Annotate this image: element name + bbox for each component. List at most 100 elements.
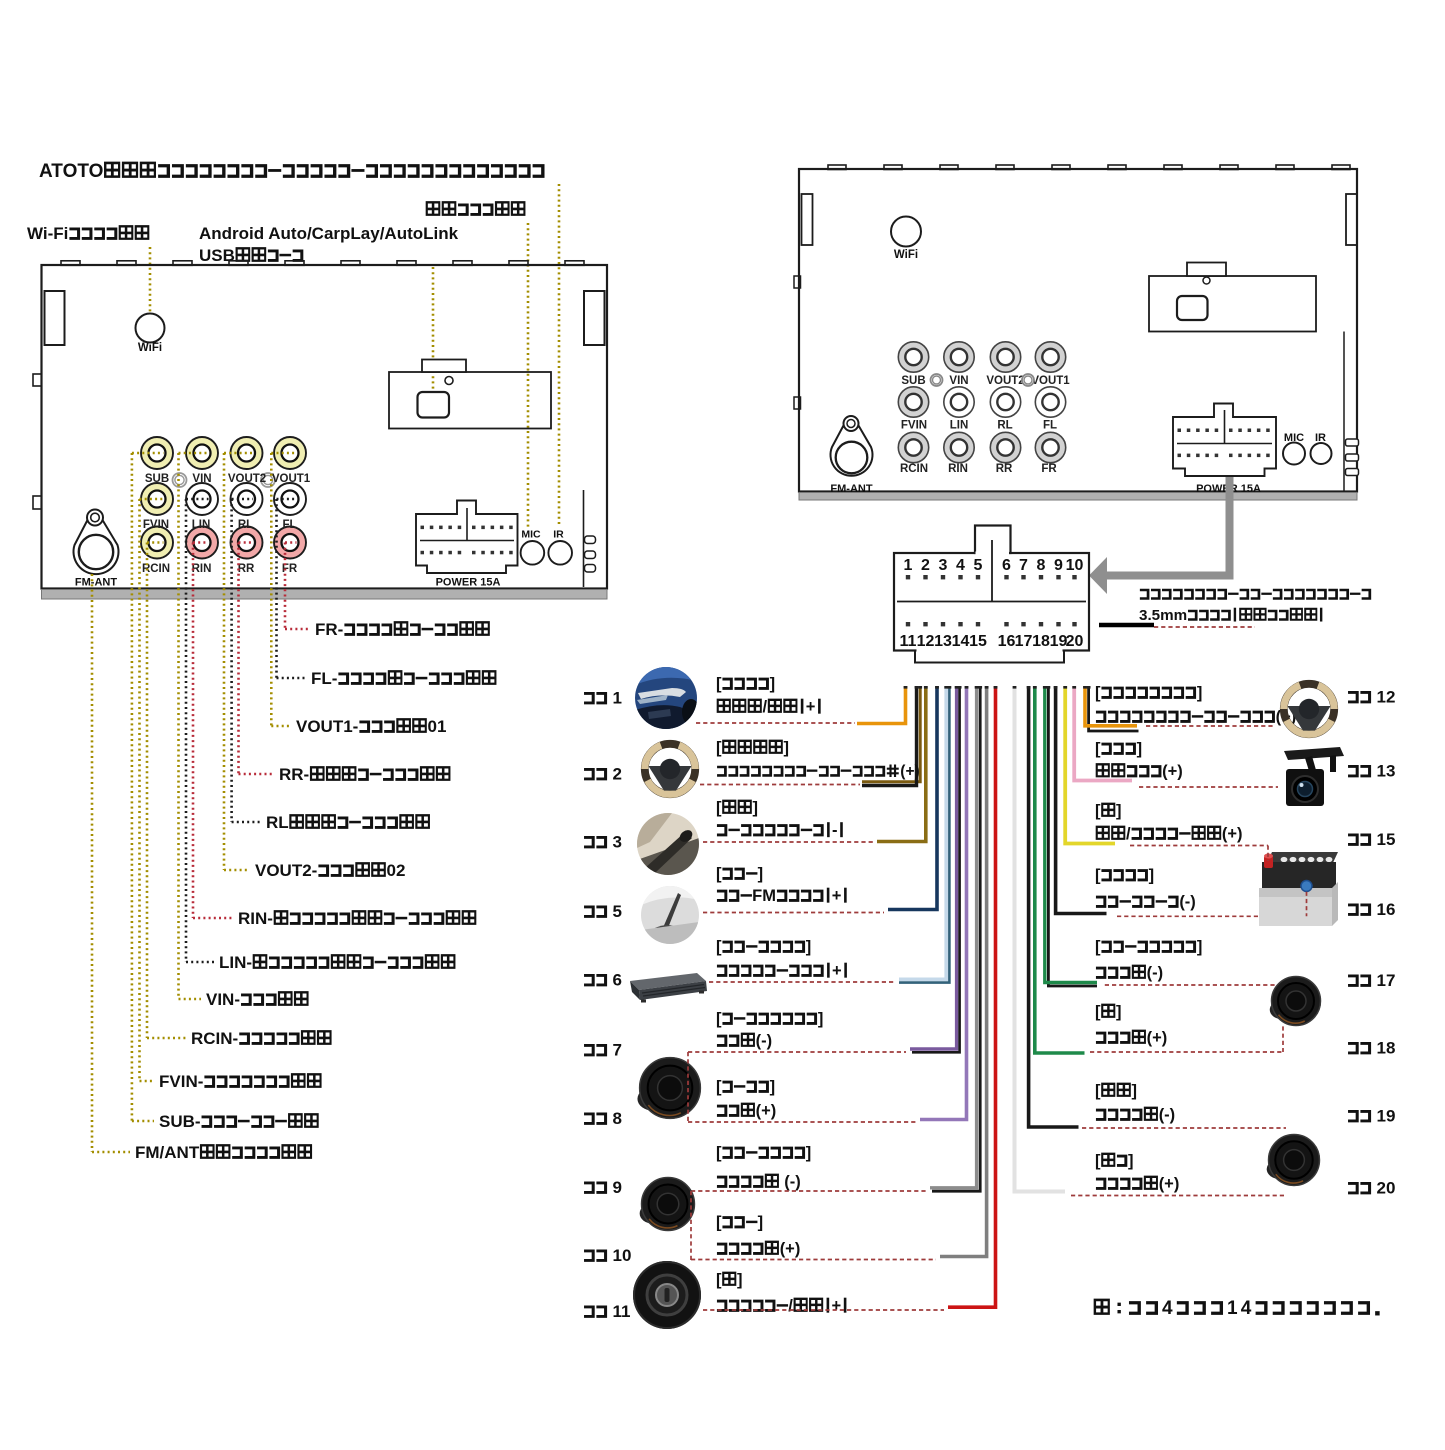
svg-text:RL: RL (997, 420, 1012, 432)
svg-text:9: 9 (1054, 557, 1063, 574)
svg-text:WiFi: WiFi (894, 249, 918, 261)
svg-text:ピン 16: ピン 16 (1347, 900, 1395, 919)
svg-text:RR-右後部オーディオ出力: RR-右後部オーディオ出力 (279, 765, 451, 784)
svg-text:MIC: MIC (521, 529, 541, 541)
svg-text:FR-フロント右オーディ出力: FR-フロント右オーディ出力 (315, 620, 491, 639)
svg-text:VOUT1: VOUT1 (272, 473, 311, 485)
svg-text:RL左後部オーディオ出力: RL左後部オーディオ出力 (266, 813, 431, 832)
svg-text:ピン 15: ピン 15 (1347, 830, 1395, 849)
svg-text:ピン 5: ピン 5 (583, 902, 622, 921)
svg-text:5: 5 (974, 557, 983, 574)
svg-text:FL: FL (1043, 420, 1057, 432)
svg-text:ピン 20: ピン 20 (1347, 1179, 1395, 1198)
svg-text:[白黒]: [白黒] (1095, 1082, 1137, 1100)
svg-text:6: 6 (1002, 557, 1011, 574)
svg-text:2: 2 (921, 557, 930, 574)
svg-text:VIN-ビデオ入力: VIN-ビデオ入力 (206, 990, 309, 1009)
svg-text:ピン 6: ピン 6 (583, 971, 622, 990)
svg-text:Android Auto/CarpLay/AutoLink: Android Auto/CarpLay/AutoLink (199, 224, 459, 243)
svg-text:ピン 9: ピン 9 (583, 1178, 622, 1197)
svg-text:注：ピン4とピン14はブランクです。: 注：ピン4とピン14はブランクです。 (1093, 1298, 1387, 1319)
svg-text:外部マイク入力: 外部マイク入力 (425, 200, 526, 219)
svg-text:ステアリングホイールオーディオコントロール: ステアリングホイールオーディオコントロール (1139, 586, 1372, 603)
svg-text:20: 20 (1066, 633, 1084, 650)
svg-text:[グレー]: [グレー] (716, 1214, 763, 1232)
svg-text:FM-ANT: FM-ANT (830, 483, 872, 495)
svg-text:MIC: MIC (1284, 432, 1304, 444)
svg-text:7: 7 (1019, 557, 1028, 574)
svg-text:RCIN: RCIN (900, 463, 928, 475)
svg-text:USB拡張ポート: USB拡張ポート (199, 246, 304, 265)
svg-text:ATOTO赤外線ステアリングホイールコントロールリモコンジャ: ATOTO赤外線ステアリングホイールコントロールリモコンジャックソケット (39, 161, 545, 182)
svg-text:SUB: SUB (145, 473, 169, 485)
svg-text:10: 10 (1066, 557, 1084, 574)
svg-text:Wi-Fiアンテナ入力: Wi-Fiアンテナ入力 (27, 224, 150, 243)
svg-text:LIN-左チャンネル補助オーディオ入力: LIN-左チャンネル補助オーディオ入力 (219, 953, 456, 972)
svg-text:リア右(-): リア右(-) (716, 1032, 772, 1050)
svg-text:[ピンク]: [ピンク] (1095, 740, 1142, 758)
svg-text:一定/バッテリー電力(+): 一定/バッテリー電力(+) (1095, 825, 1242, 843)
svg-text:FM-ANT: FM-ANT (75, 577, 117, 589)
svg-text:WiFi: WiFi (138, 342, 162, 354)
svg-text:IR: IR (553, 529, 564, 541)
svg-text:18: 18 (1032, 633, 1050, 650)
svg-text:ピン 10: ピン 10 (583, 1246, 631, 1265)
svg-text:ピン 13: ピン 13 (1347, 762, 1395, 781)
svg-text:FR: FR (282, 563, 298, 575)
svg-text:ピン 12: ピン 12 (1347, 687, 1395, 706)
svg-text:ピン 18: ピン 18 (1347, 1039, 1395, 1058)
svg-text:VIN: VIN (949, 375, 968, 387)
svg-text:ピン 19: ピン 19 (1347, 1106, 1395, 1125)
svg-text:[褐色黒色]: [褐色黒色] (716, 739, 789, 757)
svg-text:ピン 8: ピン 8 (583, 1109, 622, 1128)
svg-text:[黄]: [黄] (1095, 802, 1122, 820)
svg-text:フロント左(-): フロント左(-) (1095, 1106, 1175, 1124)
svg-text:VOUT2: VOUT2 (986, 375, 1024, 387)
svg-text:ステアリングホイールオーデイオ(+): ステアリングホイールオーデイオ(+) (1095, 708, 1296, 726)
svg-text:FL: FL (282, 519, 296, 531)
svg-text:13: 13 (934, 633, 952, 650)
svg-text:ステアリングホイールオーデイオ＃(+): ステアリングホイールオーデイオ＃(+) (716, 763, 920, 780)
svg-text:FL-フロント左オーディオ出力: FL-フロント左オーディオ出力 (311, 669, 497, 688)
svg-text:[パープル]: [パープル] (716, 1078, 775, 1096)
svg-text:POWER 15A: POWER 15A (436, 577, 501, 589)
svg-text:[緑]: [緑] (1095, 1003, 1122, 1021)
svg-text:フロント右 (-): フロント右 (-) (716, 1173, 801, 1191)
svg-text:15: 15 (969, 633, 987, 650)
svg-text:FVIN: FVIN (143, 519, 169, 531)
svg-text:ピン 17: ピン 17 (1347, 971, 1395, 990)
svg-text:アンプのターンオン（+）: アンプのターンオン（+） (716, 962, 849, 980)
svg-text:[ブラック]: [ブラック] (1095, 867, 1154, 885)
svg-text:FVIN: FVIN (901, 420, 927, 432)
svg-text:フロント右(+): フロント右(+) (716, 1240, 800, 1258)
svg-text:RIN: RIN (192, 563, 212, 575)
svg-text:[オレンジブラック]: [オレンジブラック] (1095, 684, 1202, 702)
svg-text:調光器/照明（+）: 調光器/照明（+） (716, 698, 823, 716)
svg-text:IR: IR (1315, 432, 1326, 444)
svg-text:8: 8 (1037, 557, 1046, 574)
svg-text:リアの左(-): リアの左(-) (1095, 964, 1163, 982)
svg-text:FVIN-フロントカメラ入力: FVIN-フロントカメラ入力 (159, 1072, 322, 1091)
svg-text:ピン 2: ピン 2 (583, 765, 622, 784)
svg-text:LIN: LIN (192, 519, 211, 531)
svg-text:RR: RR (238, 563, 255, 575)
svg-text:[グレーブラック]: [グレーブラック] (716, 1144, 811, 1162)
svg-text:RR: RR (996, 463, 1013, 475)
svg-text:FR: FR (1041, 463, 1057, 475)
svg-text:12: 12 (917, 633, 935, 650)
svg-text:フロント左(+): フロント左(+) (1095, 1175, 1179, 1193)
svg-text:LIN: LIN (950, 420, 969, 432)
svg-text:VOUT1: VOUT1 (1031, 375, 1070, 387)
svg-text:VOUT1-ビデオ出力01: VOUT1-ビデオ出力01 (296, 717, 446, 736)
svg-text:FM/ANT無線アンテナ入力: FM/ANT無線アンテナ入力 (135, 1143, 313, 1162)
svg-text:背面カメラ(+): 背面カメラ(+) (1095, 763, 1183, 781)
svg-text:リア右(+): リア右(+) (716, 1102, 776, 1120)
svg-text:16: 16 (998, 633, 1016, 650)
svg-text:[オレンジ]: [オレンジ] (716, 675, 775, 693)
svg-text:RCIN: RCIN (142, 563, 170, 575)
svg-text:ピン 11: ピン 11 (583, 1302, 631, 1321)
svg-text:パワーFMアンテナ（+）: パワーFMアンテナ（+） (716, 887, 849, 905)
svg-text:ピン 7: ピン 7 (583, 1041, 622, 1060)
svg-text:[ブルー]: [ブルー] (716, 865, 763, 883)
svg-text:パーキングブレーキ（-）: パーキングブレーキ（-） (716, 822, 845, 840)
